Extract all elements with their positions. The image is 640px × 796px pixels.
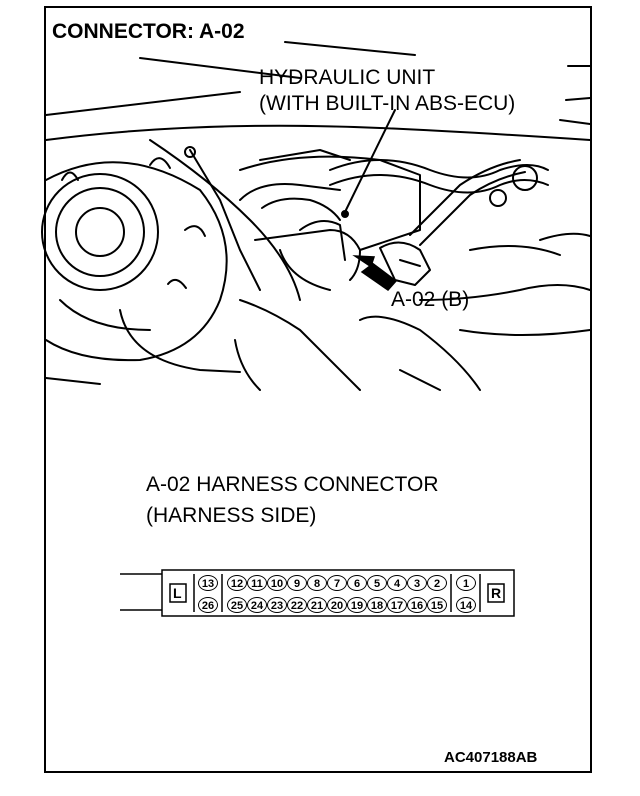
connector-pin: 17 [387, 597, 407, 613]
connector-pin: 23 [267, 597, 287, 613]
connector-pin: 8 [307, 575, 327, 591]
diagram-frame [44, 6, 592, 773]
harness-heading-line-2: (HARNESS SIDE) [146, 504, 317, 527]
connector-label: A-02 (B) [391, 288, 470, 311]
connector-pin: 4 [387, 575, 407, 591]
connector-pin: 5 [367, 575, 387, 591]
connector-pin: 15 [427, 597, 447, 613]
connector-pin: 6 [347, 575, 367, 591]
connector-pin: 19 [347, 597, 367, 613]
connector-pin: 22 [287, 597, 307, 613]
connector-pin: 7 [327, 575, 347, 591]
connector-pin: 21 [307, 597, 327, 613]
right-marker: R [491, 585, 502, 601]
connector-pin: 14 [456, 597, 476, 613]
connector-pin: 2 [427, 575, 447, 591]
connector-pin: 11 [247, 575, 267, 591]
connector-pin: 12 [227, 575, 247, 591]
left-marker-box [169, 583, 187, 603]
connector-pin: 1 [456, 575, 476, 591]
connector-pin: 3 [407, 575, 427, 591]
callout-leader [344, 109, 396, 213]
connector-arrow [352, 255, 398, 291]
connector-pin: 25 [227, 597, 247, 613]
connector-pin: 20 [327, 597, 347, 613]
connector-pin: 10 [267, 575, 287, 591]
reference-code: AC407188AB [444, 749, 538, 766]
connector-pin: 9 [287, 575, 307, 591]
connector-pin: 16 [407, 597, 427, 613]
connector-pin: 13 [198, 575, 218, 591]
page-title: CONNECTOR: A-02 [52, 20, 245, 43]
connector-pin: 18 [367, 597, 387, 613]
harness-heading-line-1: A-02 HARNESS CONNECTOR [146, 473, 439, 496]
hood-line [139, 57, 301, 79]
connector-diagram [120, 569, 515, 617]
strut-tower [41, 173, 159, 291]
callout-line-1: HYDRAULIC UNIT [259, 66, 436, 89]
connector-pin: 24 [247, 597, 267, 613]
callout-line-2: (WITH BUILT-IN ABS-ECU) [259, 92, 516, 115]
right-marker-box [487, 583, 505, 603]
connector-pin: 26 [198, 597, 218, 613]
left-marker: L [173, 585, 182, 601]
